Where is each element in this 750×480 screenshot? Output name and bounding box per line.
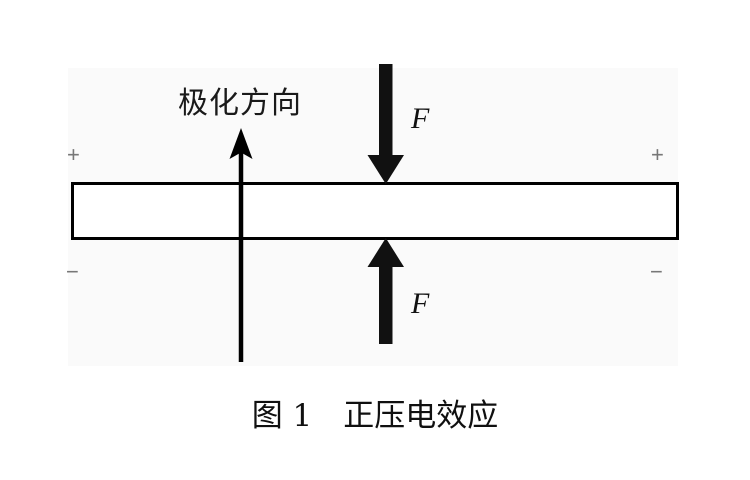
force-label-top: F [411, 102, 430, 135]
charge-sign-top-left: + [67, 142, 80, 167]
charge-sign-bottom-left: − [66, 259, 79, 284]
charge-sign-top-right: + [651, 142, 664, 167]
polarization-direction-label: 极化方向 [178, 86, 302, 121]
charge-sign-bottom-right: − [650, 259, 663, 284]
diagram-panel [68, 68, 678, 366]
figure-caption: 图 1 正压电效应 [251, 398, 499, 434]
force-label-bottom: F [411, 287, 430, 320]
